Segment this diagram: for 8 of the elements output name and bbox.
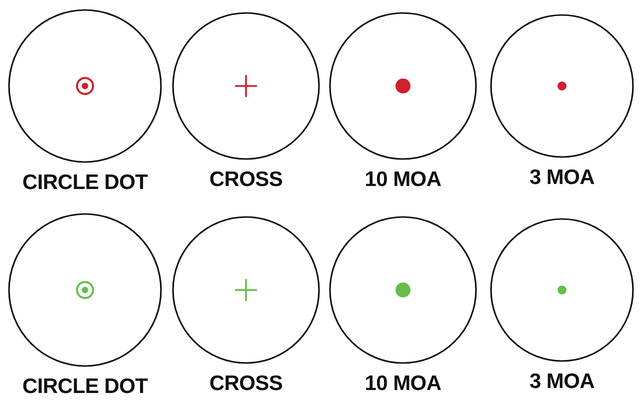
- reticle-label: CROSS: [209, 372, 283, 396]
- reticle-label: CIRCLE DOT: [22, 375, 148, 399]
- reticle-label: 10 MOA: [364, 168, 442, 192]
- reticle-label: CROSS: [209, 168, 283, 192]
- reticle-label: CIRCLE DOT: [22, 171, 148, 195]
- reticle-label: 3 MOA: [530, 166, 594, 190]
- reticle-label: 3 MOA: [530, 370, 594, 394]
- reticle-label: 10 MOA: [364, 372, 442, 396]
